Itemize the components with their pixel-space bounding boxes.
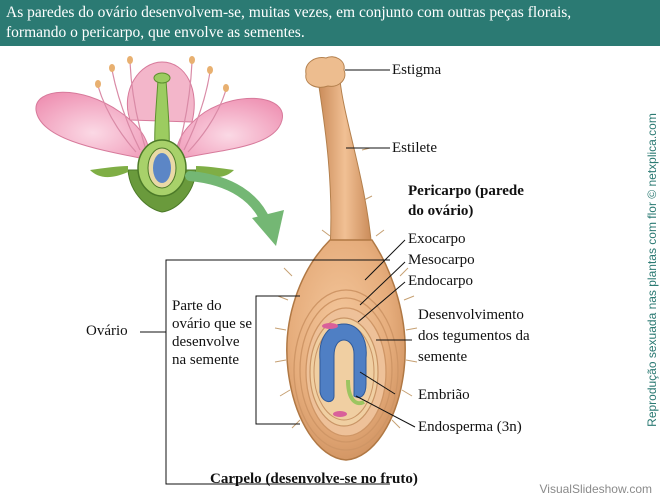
mesocarp-layer xyxy=(299,297,393,443)
label-parte-1: Parte do xyxy=(172,298,222,314)
header-line-1: As paredes do ovário desenvolvem-se, mui… xyxy=(6,4,572,21)
flower-stigma xyxy=(153,72,171,84)
label-parte-4: na semente xyxy=(172,352,240,368)
carpel-illustration xyxy=(274,56,418,461)
pink-mark-top xyxy=(322,323,338,329)
exocarp-layer xyxy=(293,289,399,451)
anthers xyxy=(95,56,229,92)
label-estilete: Estilete xyxy=(392,140,437,156)
label-pericarpo-2: do ovário) xyxy=(408,203,474,219)
label-mesocarpo: Mesocarpo xyxy=(408,252,475,268)
green-arrow xyxy=(185,171,284,246)
petal-left xyxy=(35,91,151,161)
endosperm xyxy=(346,379,365,406)
flower-ovule-inner xyxy=(153,153,171,183)
label-desenvolvimento-3: semente xyxy=(418,349,468,365)
watermark: VisualSlideshow.com xyxy=(539,482,652,496)
label-desenvolvimento-1: Desenvolvimento xyxy=(418,307,524,323)
label-parte-3: desenvolve xyxy=(172,334,240,350)
carpel-style xyxy=(317,79,373,251)
label-estigma: Estigma xyxy=(392,62,442,78)
flower-illustration xyxy=(35,56,283,213)
pink-mark-bottom xyxy=(333,411,347,417)
header-banner: As paredes do ovário desenvolvem-se, mui… xyxy=(0,0,660,46)
side-caption: Reprodução sexuada nas plantas com flor … xyxy=(642,110,660,430)
label-desenvolvimento-2: dos tegumentos da xyxy=(418,328,530,344)
label-endocarpo: Endocarpo xyxy=(408,273,473,289)
carpel-stigma xyxy=(305,56,346,88)
header-line-2: formando o pericarpo, que envolve as sem… xyxy=(6,24,305,41)
embryo xyxy=(319,323,367,402)
leader-lines xyxy=(140,69,416,485)
flower-sepal-left xyxy=(90,166,128,178)
stamens xyxy=(97,61,227,153)
petal-right xyxy=(174,97,283,161)
label-endosperma: Endosperma (3n) xyxy=(418,419,522,435)
label-ovario: Ovário xyxy=(86,323,128,339)
label-embriao: Embrião xyxy=(418,387,470,403)
label-exocarpo: Exocarpo xyxy=(408,231,466,247)
side-caption-text: Reprodução sexuada nas plantas com flor … xyxy=(645,113,659,427)
label-parte-2: ovário que se xyxy=(172,316,252,332)
label-pericarpo-1: Pericarpo (parede xyxy=(408,183,524,199)
label-carpelo: Carpelo (desenvolve-se no fruto) xyxy=(210,471,418,487)
